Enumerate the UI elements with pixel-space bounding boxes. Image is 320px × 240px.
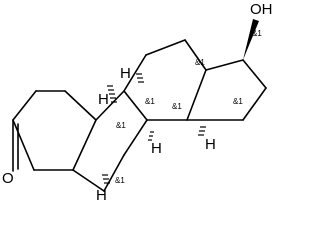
hashed-bond-c14-h xyxy=(198,126,206,136)
bond-c10-c1 xyxy=(64,90,97,121)
hashed-bond-c8-h xyxy=(148,131,154,141)
bond-c3-c4 xyxy=(12,119,35,171)
bond-c11-c12 xyxy=(145,39,186,56)
bond-c12-c13 xyxy=(184,39,207,71)
stereo-label-c17: &1 xyxy=(252,29,262,38)
stereo-label-c5: &1 xyxy=(115,176,125,185)
stereo-label-c9: &1 xyxy=(145,97,155,106)
atom-hydrogen-c14: H xyxy=(205,136,216,153)
ring-d xyxy=(186,59,267,121)
stereo-label-c8: &1 xyxy=(172,102,182,111)
bond-c17-c16 xyxy=(242,59,267,89)
bond-c5-c6 xyxy=(72,169,105,192)
ring-a xyxy=(12,90,97,171)
bond-c9-c11 xyxy=(123,54,147,92)
hashed-bond-c5-h xyxy=(102,174,110,184)
wedge-bond-c17-oh xyxy=(243,19,259,60)
bond-c9-c10 xyxy=(95,90,125,121)
stereo-label-c14: &1 xyxy=(233,97,243,106)
bond-c16-c15 xyxy=(242,87,267,121)
atom-hydrogen-c5: H xyxy=(96,187,107,204)
atom-hydrogen-c8: H xyxy=(151,140,162,157)
bond-c2-c3 xyxy=(12,90,37,121)
stereo-label-c10: &1 xyxy=(116,121,126,130)
bond-c13-c14 xyxy=(186,69,207,121)
bond-c5-c10 xyxy=(72,119,97,171)
atom-hydrogen-c10: H xyxy=(98,91,109,108)
ring-c xyxy=(123,39,207,121)
ketone-group xyxy=(12,119,19,172)
hashed-bond-c9-h xyxy=(136,73,144,83)
stereo-label-c13: &1 xyxy=(195,58,205,67)
bond-c6-c7 xyxy=(103,154,125,192)
hashed-bond-c10-h xyxy=(107,85,117,103)
atom-oxygen-ketone: O xyxy=(2,170,14,187)
atom-hydrogen-c9: H xyxy=(120,65,131,82)
bond-c13-c17 xyxy=(205,59,244,71)
atom-hydroxyl: OH xyxy=(250,1,273,18)
bond-c7-c8 xyxy=(123,119,148,156)
bond-c8-c9 xyxy=(123,90,148,121)
ring-b xyxy=(72,90,148,192)
steroid-structure-diagram: O OH H H H H H &1 &1 &1 &1 &1 &1 &1 xyxy=(2,1,273,204)
